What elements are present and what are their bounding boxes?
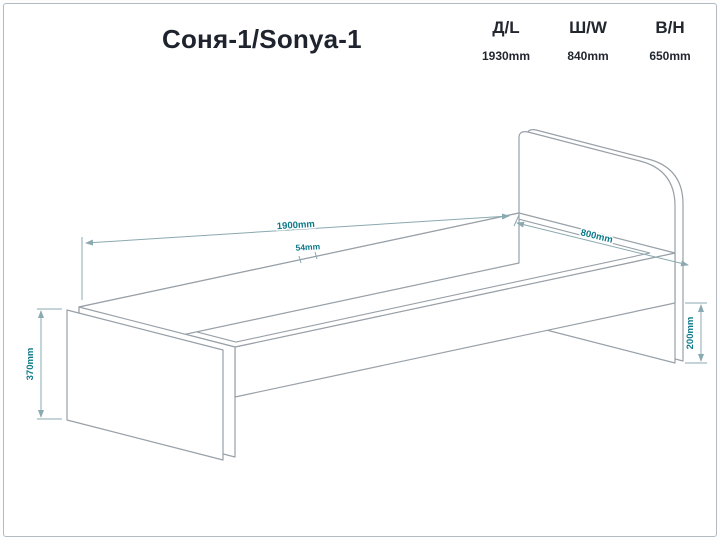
- spec-table: Д/L 1930mm Ш/W 840mm В/H 650mm: [476, 18, 700, 63]
- spec-length-value: 1930mm: [481, 49, 531, 63]
- spec-width-value: 840mm: [567, 49, 609, 63]
- dimension-clearance: 200mm: [684, 302, 707, 364]
- extension-tick: [513, 214, 520, 227]
- dimension-footboard-height: 370mm: [24, 308, 62, 420]
- spec-length: Д/L 1930mm: [476, 18, 536, 63]
- drawing-sheet: Соня-1/Sonya-1 Д/L 1930mm Ш/W 840mm В/H …: [3, 3, 717, 537]
- extension-tick: [298, 255, 302, 264]
- extension-tick: [314, 251, 318, 260]
- dimension-rail-thickness: 54mm: [294, 240, 322, 264]
- dim-rail-thickness-label: 54mm: [295, 241, 321, 253]
- spec-height-value: 650mm: [649, 49, 691, 63]
- dim-footboard-height-label: 370mm: [25, 348, 36, 381]
- dimension-line: [516, 221, 689, 267]
- product-title: Соня-1/Sonya-1: [162, 24, 362, 54]
- spec-height: В/H 650mm: [640, 18, 700, 63]
- spec-height-label: В/H: [655, 18, 685, 37]
- bed-isometric-drawing: 370mm 1900mm 54mm 800mm 200mm: [24, 129, 707, 461]
- spec-width-label: Ш/W: [569, 18, 607, 37]
- dimension-length: 1900mm: [81, 213, 510, 300]
- dimension-line: [85, 213, 510, 246]
- dim-length-label: 1900mm: [277, 219, 316, 232]
- footboard: [66, 306, 236, 461]
- dim-clearance-label: 200mm: [685, 317, 696, 350]
- spec-length-label: Д/L: [492, 18, 520, 37]
- spec-width: Ш/W 840mm: [558, 18, 618, 63]
